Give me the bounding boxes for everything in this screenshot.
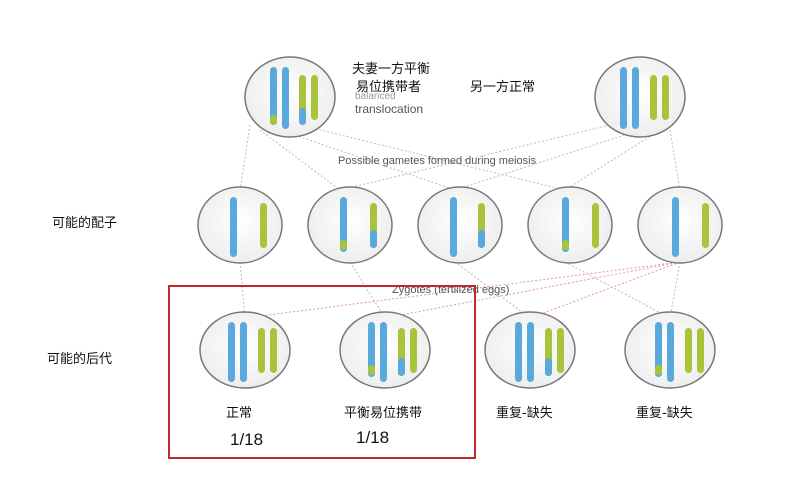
zygotes-english-label: Zygotes (fertilized eggs): [392, 284, 510, 296]
connector-lines: [239, 124, 681, 319]
gamete-cell-5: [637, 186, 723, 264]
offspring-cell-unbalanced-1: [484, 311, 576, 389]
offspring-type-4: 重复-缺失: [636, 406, 693, 421]
offspring-probability-1: 1/18: [230, 430, 264, 449]
gamete-cell-4: [527, 186, 613, 264]
offspring-type-1: 正常: [226, 406, 253, 421]
offspring-cell-balanced: [339, 311, 431, 389]
other-parent-label: 另一方正常: [470, 80, 536, 95]
offspring-type-2: 平衡易位携带: [344, 406, 423, 421]
offspring-cell-normal: [199, 311, 291, 389]
highlight-box: [168, 285, 476, 459]
carrier-title-line2: 易位携带者: [356, 80, 422, 95]
offspring-type-3: 重复-缺失: [496, 406, 553, 421]
gametes-english-label: Possible gametes formed during meiosis: [338, 155, 537, 167]
gamete-cell-3: [417, 186, 503, 264]
offspring-cell-unbalanced-2: [624, 311, 716, 389]
parent-normal-cell: [594, 56, 686, 138]
parent-carrier-cell: [244, 56, 336, 138]
carrier-english-line1: balanced: [355, 91, 396, 102]
possible-offspring-label: 可能的后代: [47, 352, 113, 367]
gamete-cell-2: [307, 186, 393, 264]
carrier-english-line2: translocation: [355, 102, 424, 116]
carrier-title-line1: 夫妻一方平衡: [352, 62, 431, 77]
possible-gametes-label: 可能的配子: [52, 216, 118, 231]
offspring-probability-2: 1/18: [356, 428, 390, 447]
gamete-cell-1: [197, 186, 283, 264]
